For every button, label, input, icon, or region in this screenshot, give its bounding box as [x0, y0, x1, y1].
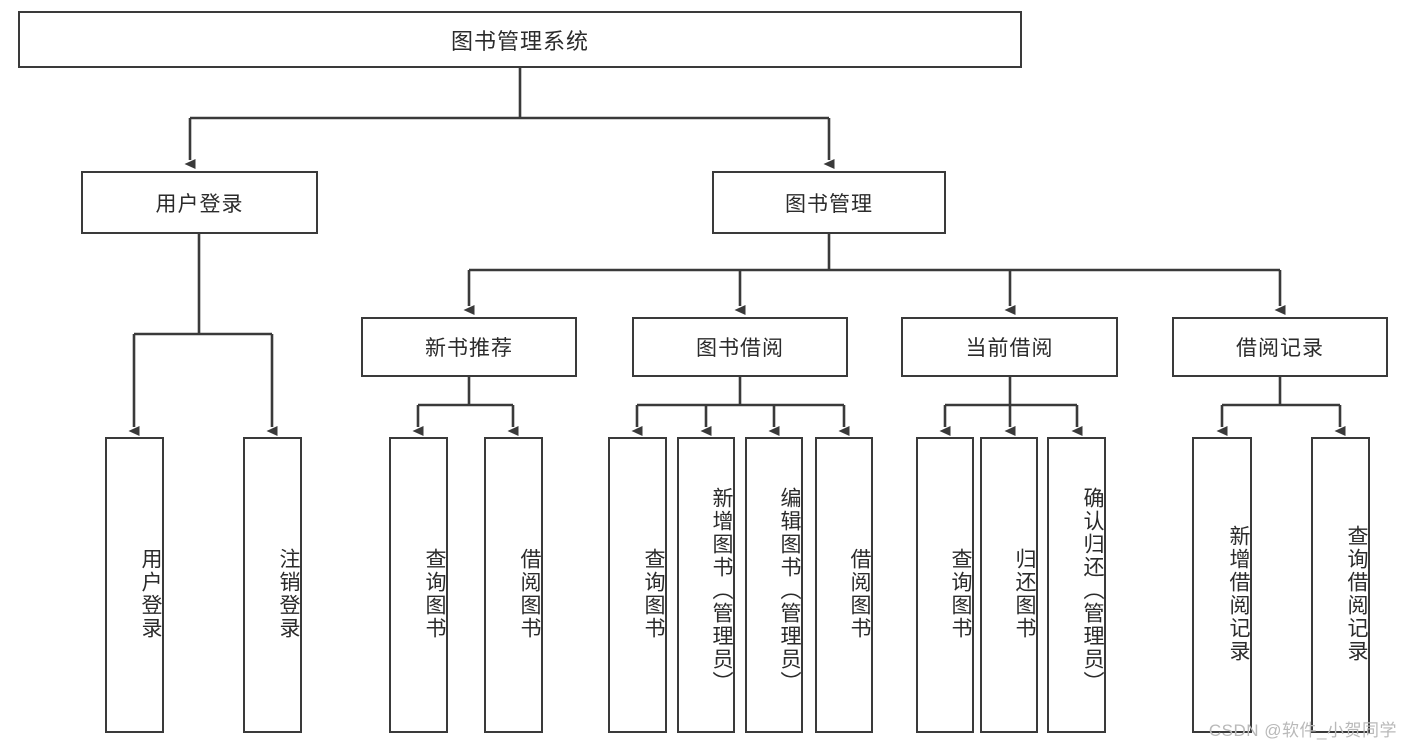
- leaf-borrow-edit-book-admin[interactable]: 编辑图书（管理员）: [745, 437, 803, 733]
- leaf-recommend-query-book[interactable]: 查询图书: [389, 437, 448, 733]
- node-label: 查询图书: [642, 548, 665, 640]
- node-label: 借阅记录: [1236, 337, 1324, 360]
- node-label: 编辑图书（管理员）: [778, 486, 801, 694]
- leaf-user-logout[interactable]: 注销登录: [243, 437, 302, 733]
- node-label: 借阅图书: [848, 548, 871, 640]
- node-label: 图书管理系统: [450, 28, 589, 54]
- node-label: 当前借阅: [965, 337, 1054, 360]
- leaf-current-return-book[interactable]: 归还图书: [980, 437, 1038, 733]
- node-label: 查询图书: [949, 548, 972, 640]
- node-user-login[interactable]: 用户登录: [81, 171, 318, 234]
- node-book-management[interactable]: 图书管理: [712, 171, 946, 234]
- node-label: 用户登录: [155, 192, 244, 216]
- leaf-record-add-borrow-record[interactable]: 新增借阅记录: [1192, 437, 1252, 733]
- watermark: CSDN @软件_小贺同学: [1208, 721, 1397, 740]
- node-label: 借阅图书: [518, 548, 541, 640]
- node-current-borrow[interactable]: 当前借阅: [901, 317, 1118, 377]
- leaf-current-confirm-return-admin[interactable]: 确认归还（管理员）: [1047, 437, 1106, 733]
- node-label: 查询图书: [423, 548, 446, 640]
- node-root-system[interactable]: 图书管理系统: [18, 11, 1022, 68]
- node-label: 新增借阅记录: [1227, 525, 1250, 663]
- leaf-user-login[interactable]: 用户登录: [105, 437, 164, 733]
- leaf-borrow-add-book-admin[interactable]: 新增图书（管理员）: [677, 437, 735, 733]
- node-label: 确认归还（管理员）: [1081, 486, 1104, 694]
- node-new-book-recommend[interactable]: 新书推荐: [361, 317, 577, 377]
- node-book-borrow[interactable]: 图书借阅: [632, 317, 848, 377]
- leaf-borrow-query-book[interactable]: 查询图书: [608, 437, 667, 733]
- node-label: 图书管理: [785, 192, 873, 216]
- leaf-current-query-book[interactable]: 查询图书: [916, 437, 974, 733]
- leaf-record-query-borrow-record[interactable]: 查询借阅记录: [1311, 437, 1370, 733]
- node-label: 归还图书: [1013, 548, 1036, 640]
- node-borrow-record[interactable]: 借阅记录: [1172, 317, 1388, 377]
- node-label: 图书借阅: [696, 337, 784, 360]
- leaf-borrow-borrow-book[interactable]: 借阅图书: [815, 437, 873, 733]
- node-label: 用户登录: [139, 548, 162, 640]
- node-label: 注销登录: [277, 548, 300, 640]
- node-label: 查询借阅记录: [1345, 525, 1368, 663]
- node-label: 新增图书（管理员）: [710, 486, 733, 694]
- node-label: 新书推荐: [425, 337, 513, 360]
- leaf-recommend-borrow-book[interactable]: 借阅图书: [484, 437, 543, 733]
